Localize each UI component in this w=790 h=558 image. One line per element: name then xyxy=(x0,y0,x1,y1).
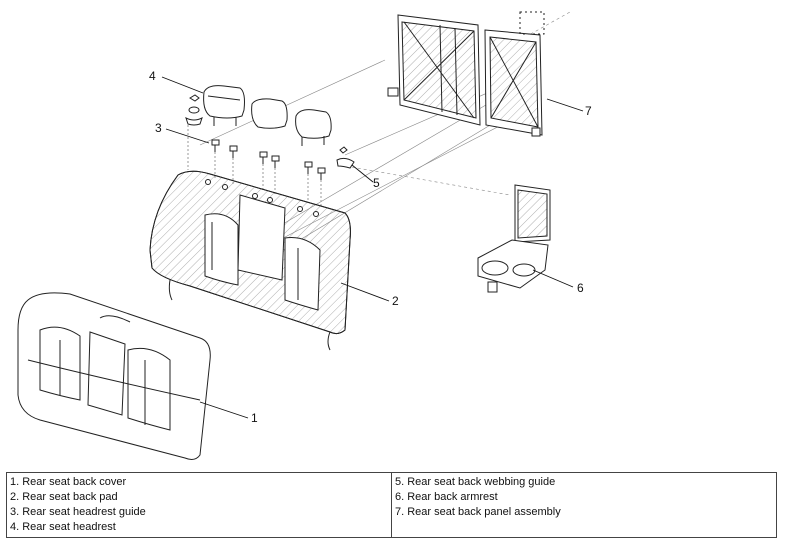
parts-legend-table: 1. Rear seat back cover 2. Rear seat bac… xyxy=(6,472,777,538)
legend-item: 3. Rear seat headrest guide xyxy=(10,506,146,518)
legend-left-column: 1. Rear seat back cover 2. Rear seat bac… xyxy=(6,472,392,538)
callout-2: 2 xyxy=(392,294,399,308)
legend-item: 1. Rear seat back cover xyxy=(10,476,127,488)
legend-item: 2. Rear seat back pad xyxy=(10,491,118,503)
exploded-diagram: 4 3 5 7 6 2 1 xyxy=(17,11,592,460)
webbing-guide xyxy=(336,146,355,169)
legend-item: 7. Rear seat back panel assembly xyxy=(395,506,561,518)
callout-7: 7 xyxy=(585,104,592,118)
callout-5: 5 xyxy=(373,176,380,190)
callout-6: 6 xyxy=(577,281,584,295)
callout-1: 1 xyxy=(251,411,258,425)
callout-3: 3 xyxy=(155,121,162,135)
callout-4: 4 xyxy=(149,69,156,83)
legend-item: 6. Rear back armrest xyxy=(395,491,498,503)
legend-right-column: 5. Rear seat back webbing guide 6. Rear … xyxy=(391,472,777,538)
rear-back-armrest xyxy=(477,184,551,293)
seat-back-panel-assembly xyxy=(387,11,545,137)
legend-item: 4. Rear seat headrest xyxy=(10,521,116,533)
legend-item: 5. Rear seat back webbing guide xyxy=(395,476,556,488)
headrest-guides xyxy=(187,125,326,206)
seat-back-cover xyxy=(17,292,211,460)
legend-row: 1. Rear seat back cover 2. Rear seat bac… xyxy=(6,472,777,538)
leader-lines xyxy=(161,76,584,419)
seat-back-pad xyxy=(149,170,351,351)
rear-seat-headrests xyxy=(185,85,332,146)
